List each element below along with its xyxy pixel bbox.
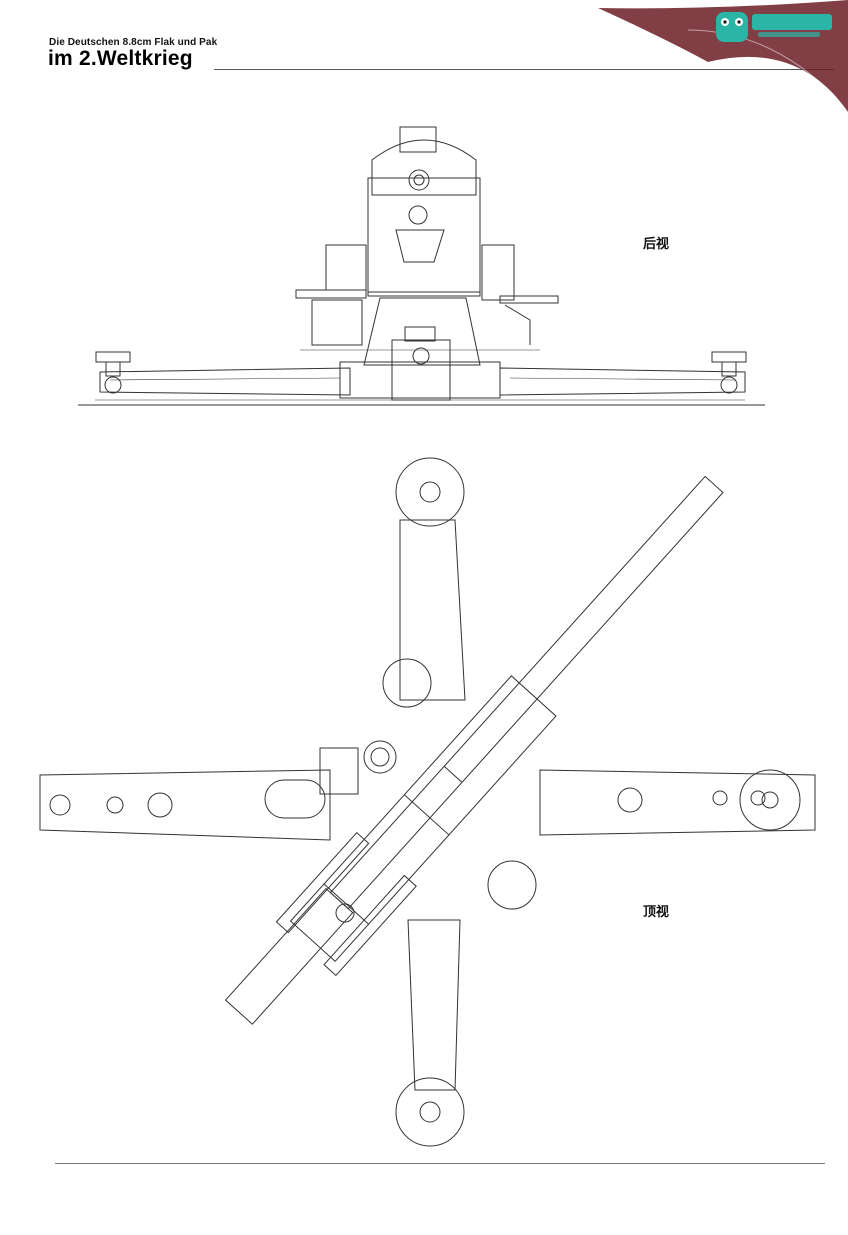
book-subtitle: Die Deutschen 8.8cm Flak und Pak [49, 37, 218, 48]
header-rule [214, 69, 834, 70]
page-header: Die Deutschen 8.8cm Flak und Pak im 2.We… [0, 0, 848, 90]
footer-rule [55, 1163, 825, 1164]
corner-page-curl [598, 0, 848, 112]
rear-view-drawing [78, 126, 765, 406]
mascot-logo-icon [716, 12, 832, 42]
top-view-label: 顶视 [643, 905, 670, 920]
book-title: im 2.Weltkrieg [48, 47, 193, 70]
rear-view-label: 后视 [643, 237, 670, 252]
